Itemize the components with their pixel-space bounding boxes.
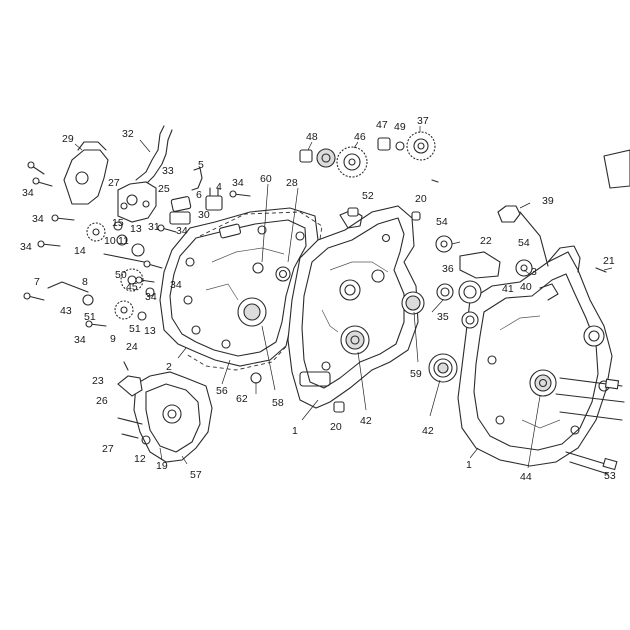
callout-label: 28 [286,177,298,189]
shift-linkage [250,149,630,413]
callout-label: 6 [196,189,202,201]
callout-label: 5 [198,159,204,171]
callout-label: 3 [531,266,537,278]
callout-label: 45 [126,281,138,293]
callout-label: 49 [394,121,406,133]
callout-label: 34 [32,213,44,225]
callout-label: 22 [480,235,492,247]
callout-label: 58 [272,397,284,409]
callout-label: 15 [112,217,124,229]
callout-label: 32 [122,128,134,140]
callout-label: 37 [417,115,429,127]
callout-label: 50 [115,269,127,281]
callout-label: 31 [148,221,160,233]
callout-label: 51 [84,311,96,323]
callout-label: 33 [162,165,174,177]
water-pump [117,361,213,463]
callout-label: 39 [542,195,554,207]
callout-label: 34 [170,279,182,291]
crankcase-right-half [457,245,625,475]
oil-pump-assembly [63,125,242,239]
callout-label: 48 [306,131,318,143]
callout-label: 13 [144,325,156,337]
callout-label: 1 [466,459,472,471]
callout-label: 60 [260,173,272,185]
callout-label: 23 [92,375,104,387]
callout-label: 30 [198,209,210,221]
callout-label: 7 [34,276,40,288]
callout-label: 43 [60,305,72,317]
callout-label: 62 [236,393,248,405]
callout-label: 20 [330,421,342,433]
callout-label: 41 [502,283,514,295]
callout-label: 9 [110,333,116,345]
callout-label: 21 [603,255,615,267]
callout-label: 29 [62,133,74,145]
callout-label: 8 [82,276,88,288]
callout-label: 4 [216,181,222,193]
callout-label: 42 [422,425,434,437]
callout-label: 54 [436,216,448,228]
callout-label: 34 [74,334,86,346]
callout-label: 44 [520,471,532,483]
callout-leaders [74,126,613,469]
clutch-cover-assembly [159,207,323,371]
main-bearings [428,280,482,383]
callout-label: 26 [96,395,108,407]
callout-label: 12 [134,453,146,465]
callout-label: 47 [376,119,388,131]
callout-label: 34 [22,187,34,199]
callout-label: 25 [158,183,170,195]
callout-label: 56 [216,385,228,397]
callout-label: 59 [410,368,422,380]
callout-label: 14 [74,245,86,257]
callout-label: 11 [118,235,129,247]
callout-label: 34 [232,177,244,189]
gear-cluster [299,131,439,183]
callout-label: 46 [354,131,366,143]
callout-label: 40 [520,281,532,293]
callout-label: 24 [126,341,138,353]
callout-label: 10 [104,235,116,247]
callout-label: 27 [102,443,114,455]
callout-label: 27 [108,177,120,189]
callout-label: 34 [145,291,157,303]
callout-label: 42 [360,415,372,427]
callout-label: 57 [190,469,202,481]
callout-label: 19 [156,460,168,472]
callout-label: 35 [437,311,449,323]
callout-label: 1 [292,425,298,437]
callout-label: 34 [176,225,188,237]
callout-label: 2 [166,361,172,373]
callout-label: 34 [20,241,32,253]
callout-label: 13 [130,223,142,235]
long-stud-bolts [555,377,625,475]
callout-label: 36 [442,263,454,275]
callout-label: 51 [129,323,141,335]
callout-label: 54 [518,237,530,249]
fastener-bolts [23,161,251,328]
crankcase-left-half [287,205,425,409]
callout-label: 53 [604,470,616,482]
callout-label: 20 [415,193,427,205]
callout-label: 52 [362,190,374,202]
